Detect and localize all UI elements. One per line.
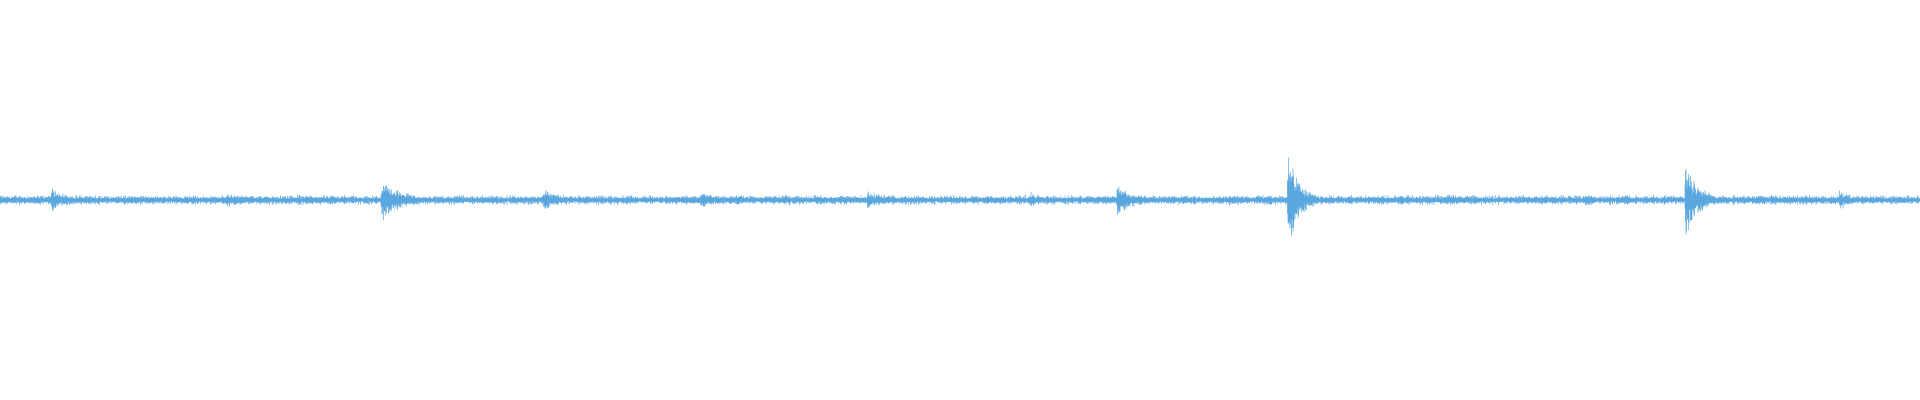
- waveform-path: [0, 157, 1920, 237]
- waveform-trace: [0, 157, 1920, 237]
